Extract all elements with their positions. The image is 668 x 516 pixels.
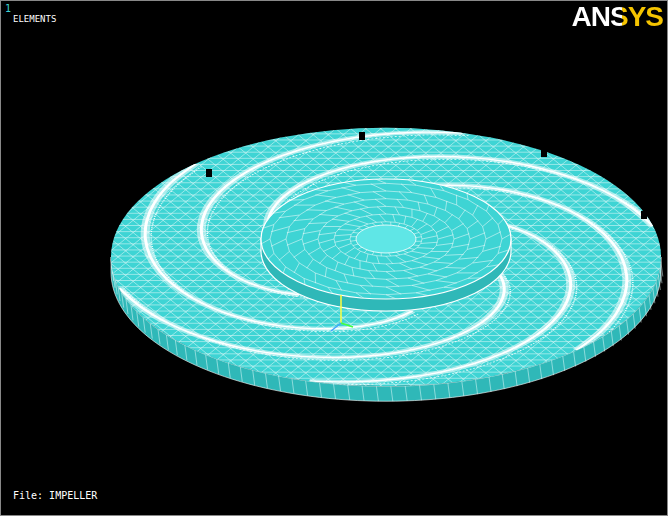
rim-notch: [206, 169, 212, 177]
rim-notch: [359, 132, 365, 140]
plot-type: ELEMENTS: [13, 14, 56, 24]
rim-notch: [641, 211, 647, 219]
ansys-logo: ANSYS: [572, 1, 663, 33]
hub-face: [261, 179, 511, 299]
axis-triad: [331, 295, 353, 331]
hub-eye: [356, 225, 416, 253]
face-mesh: [14, 80, 668, 433]
rim-notch: [541, 149, 547, 157]
window-number: 1: [5, 3, 11, 14]
file-name: File: IMPELLER: [13, 490, 97, 501]
